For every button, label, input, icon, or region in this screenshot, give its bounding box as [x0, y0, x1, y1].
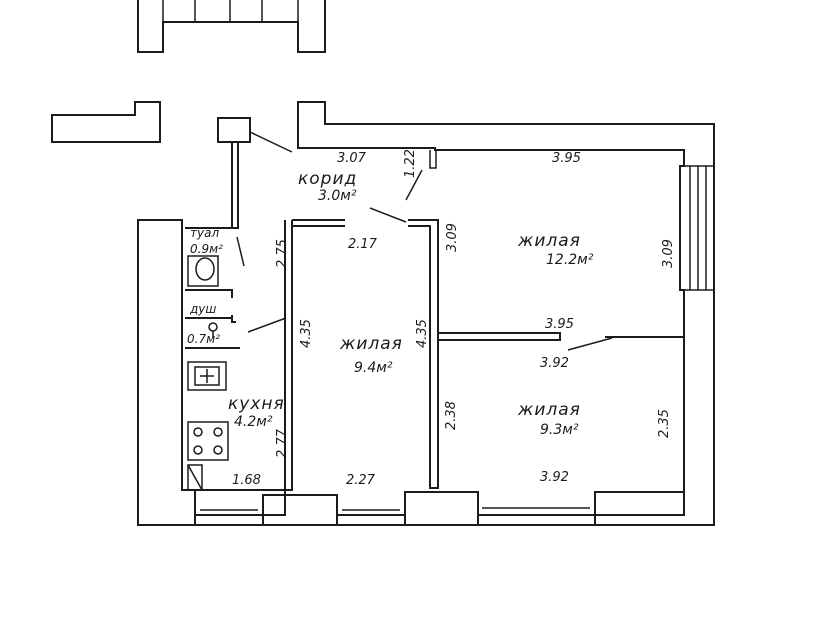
- top-stair-block: [137, 0, 326, 53]
- dim-partition-top: 3.95: [545, 317, 574, 332]
- dim-lower-right-bottom: 3.92: [540, 470, 569, 485]
- dim-partition-bottom: 3.92: [540, 356, 569, 371]
- dim-corridor-width: 3.07: [337, 151, 367, 166]
- room-name-corridor: корид: [298, 169, 357, 189]
- dim-corridor-depth: 1.22: [403, 149, 418, 178]
- dim-upper-right-side: 3.09: [661, 239, 676, 268]
- room-name-shower: душ: [189, 302, 216, 316]
- room-area-corridor: 3.0м²: [318, 188, 357, 204]
- dim-middle-top: 2.17: [348, 237, 378, 252]
- stove-icon: [187, 421, 229, 461]
- room-area-shower: 0.7м²: [187, 332, 220, 346]
- room-area-toilet: 0.9м²: [190, 242, 223, 256]
- dim-kitchen-bottom: 1.68: [232, 473, 261, 488]
- dim-middle-bottom: 2.27: [346, 473, 376, 488]
- room-area-living-lower-right: 9.3м²: [540, 422, 579, 438]
- dim-left-hall-side: 2.75: [275, 239, 290, 268]
- sink-icon: [187, 361, 227, 391]
- duct-block: [217, 117, 251, 143]
- room-name-kitchen: кухня: [228, 394, 285, 414]
- toilet-icon: [187, 255, 219, 287]
- dim-lower-right-side: 2.35: [657, 409, 672, 438]
- room-name-living-upper-right: жилая: [517, 231, 581, 251]
- fixtures: [187, 255, 229, 491]
- shower-drain-icon: [208, 322, 218, 338]
- dim-middle-right: 4.35: [415, 319, 430, 348]
- room-name-toilet: туал: [190, 226, 219, 240]
- outer-walls: [51, 101, 715, 526]
- room-name-living-middle: жилая: [339, 334, 403, 354]
- interior-walls: [185, 117, 684, 491]
- room-area-living-upper-right: 12.2м²: [546, 252, 594, 268]
- dim-kitchen-side: 2.77: [275, 428, 290, 458]
- dimension-labels: 3.07 1.22 3.95 3.09 3.09 2.17 2.75 4.35 …: [232, 149, 676, 488]
- room-area-living-middle: 9.4м²: [354, 360, 393, 376]
- cabinet-icon: [187, 464, 203, 491]
- dim-upper-right-left: 3.09: [445, 223, 460, 252]
- room-labels: корид 3.0м² туал 0.9м² душ 0.7м² кухня 4…: [187, 169, 594, 438]
- dim-middle-left: 4.35: [299, 319, 314, 348]
- dim-lower-right-left: 2.38: [444, 401, 459, 430]
- dim-upper-right-top: 3.95: [552, 151, 581, 166]
- room-area-kitchen: 4.2м²: [234, 414, 273, 430]
- room-name-living-lower-right: жилая: [517, 400, 581, 420]
